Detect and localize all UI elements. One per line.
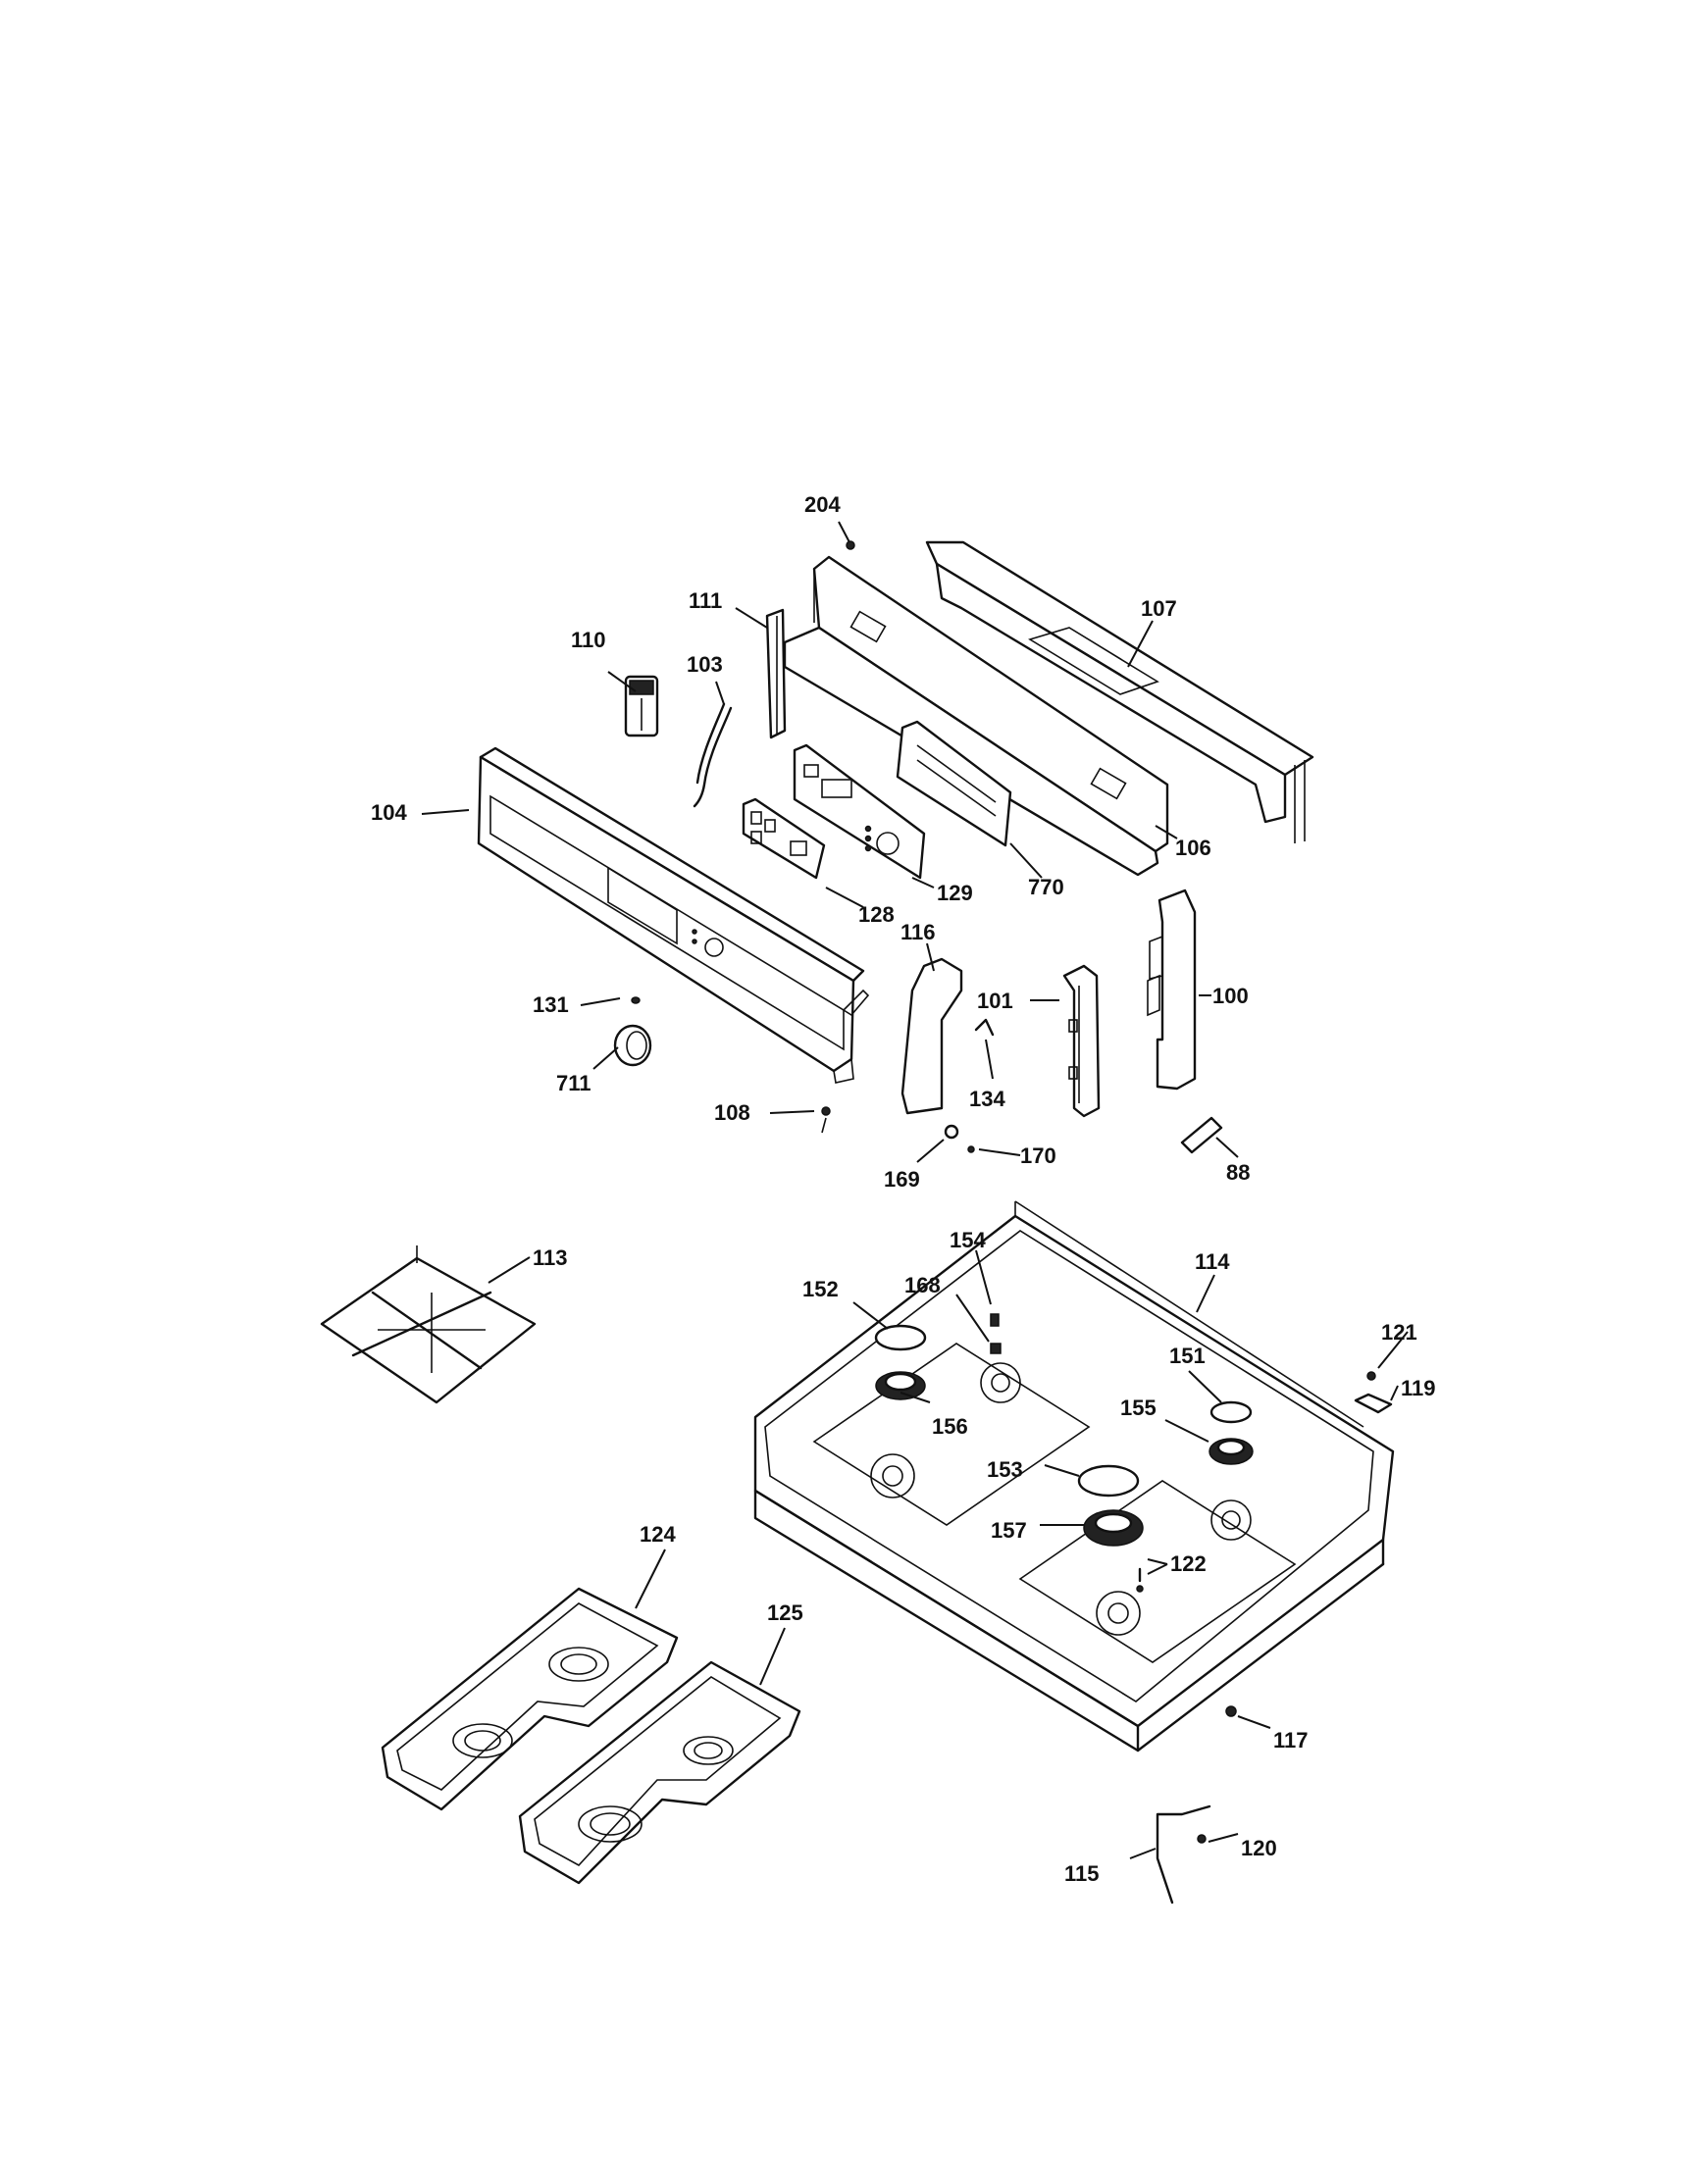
callout-153: 153: [987, 1457, 1023, 1482]
callout-106: 106: [1175, 836, 1211, 860]
callout-117: 117: [1273, 1728, 1309, 1752]
part-134-clip: [974, 1018, 995, 1037]
callout-121: 121: [1381, 1320, 1417, 1345]
callout-120: 120: [1241, 1836, 1277, 1860]
part-153-burner-cap: [1077, 1464, 1140, 1498]
callout-125: 125: [767, 1600, 803, 1625]
part-116-end-cap: [900, 957, 963, 1115]
part-108-screw: [821, 1106, 831, 1134]
callout-110: 110: [571, 628, 606, 652]
callout-labels: 204 107 111 110 103 104 106 770 129 128 …: [371, 492, 1436, 1886]
part-129-control-board: [793, 743, 926, 880]
callout-154: 154: [950, 1228, 986, 1252]
part-125-drip-pan: [518, 1660, 801, 1885]
part-114-cooktop: [753, 1200, 1395, 1752]
callout-128: 128: [858, 902, 895, 927]
part-106-rear-panel: [783, 555, 1169, 877]
callout-168: 168: [904, 1273, 941, 1297]
callout-770: 770: [1028, 875, 1064, 899]
part-169-nut: [944, 1124, 959, 1140]
callout-170: 170: [1020, 1143, 1056, 1168]
callout-151: 151: [1169, 1344, 1206, 1368]
part-711-knob: [613, 1024, 652, 1067]
leader-lines: [421, 521, 1409, 1859]
callout-111: 111: [689, 588, 722, 613]
callout-116: 116: [900, 920, 936, 944]
part-124-drip-pan: [381, 1587, 679, 1811]
callout-152: 152: [802, 1277, 839, 1301]
callout-104: 104: [371, 800, 407, 825]
callout-113: 113: [533, 1245, 568, 1270]
part-103-harness: [693, 702, 733, 808]
callout-134: 134: [969, 1087, 1005, 1111]
part-113-grate: [320, 1245, 537, 1404]
callout-169: 169: [884, 1167, 920, 1192]
part-101-bracket: [1062, 964, 1101, 1118]
part-131-screw: [631, 996, 641, 1004]
callout-131: 131: [533, 992, 569, 1017]
part-104-control-panel: [477, 746, 870, 1084]
callout-156: 156: [932, 1414, 968, 1439]
callout-88: 88: [1226, 1160, 1250, 1185]
part-128-keypad-overlay: [742, 797, 826, 880]
part-117-nut: [1225, 1705, 1237, 1717]
part-152-burner-cap: [874, 1324, 927, 1351]
callout-119: 119: [1401, 1376, 1436, 1400]
part-157-burner-head: [1083, 1509, 1144, 1547]
part-100-side-bracket: [1147, 889, 1197, 1091]
part-770-relay-board: [896, 720, 1012, 847]
part-88-spacer: [1180, 1116, 1223, 1154]
callout-103: 103: [687, 652, 723, 677]
part-121-screw: [1366, 1371, 1376, 1381]
callout-101: 101: [977, 989, 1013, 1013]
callout-114: 114: [1195, 1249, 1230, 1274]
part-156-burner-head: [875, 1371, 926, 1400]
part-107-top-cover: [925, 540, 1314, 843]
callout-711: 711: [556, 1071, 591, 1095]
part-155-burner-head: [1208, 1438, 1254, 1465]
part-110-switch: [624, 675, 659, 737]
part-168-screw: [990, 1343, 1002, 1354]
callout-107: 107: [1141, 596, 1177, 621]
part-154-orifice: [990, 1313, 1000, 1327]
part-204-screw: [846, 540, 855, 550]
callout-124: 124: [640, 1522, 676, 1547]
part-120-screw: [1197, 1834, 1207, 1844]
part-122-clip: [1136, 1567, 1144, 1593]
part-111-bracket: [765, 608, 787, 739]
callout-129: 129: [937, 881, 973, 905]
callout-155: 155: [1120, 1396, 1157, 1420]
callout-204: 204: [804, 492, 841, 517]
part-119-bracket: [1354, 1393, 1393, 1414]
callout-122: 122: [1170, 1551, 1207, 1576]
callout-115: 115: [1064, 1861, 1100, 1886]
callout-108: 108: [714, 1100, 750, 1125]
callout-100: 100: [1212, 984, 1249, 1008]
part-115-rod: [1156, 1804, 1211, 1905]
callout-157: 157: [991, 1518, 1027, 1543]
part-170-screw: [967, 1145, 975, 1153]
part-151-burner-cap: [1209, 1400, 1253, 1424]
